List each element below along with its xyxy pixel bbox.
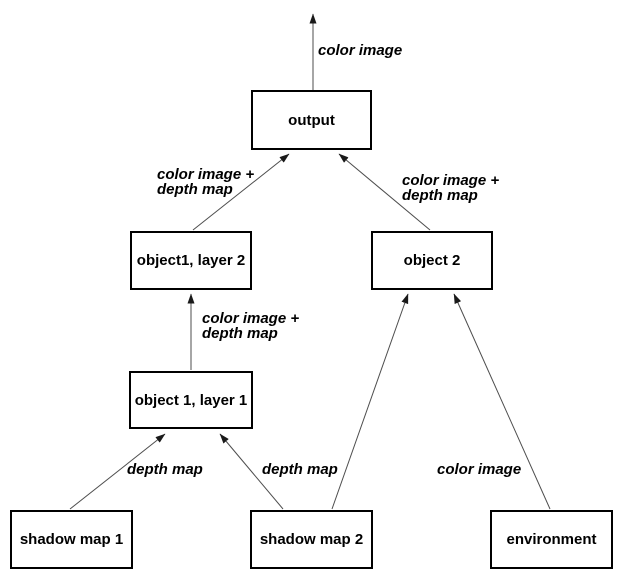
edge-label-depth-map-left: depth map: [127, 461, 203, 478]
node-output: output: [251, 90, 372, 150]
node-environment: environment: [490, 510, 613, 569]
edge-environment-to-object2: [453, 293, 551, 510]
edge-label-color-image-depth-map-right: color image + depth map: [402, 172, 500, 204]
edge-shadowmap1-to-layer1: [69, 433, 166, 510]
edge-object2-to-output: [338, 153, 431, 231]
edge-label-color-image-top: color image: [318, 42, 403, 59]
edge-label-color-image-depth-map-center: color image + depth map: [202, 310, 300, 342]
edge-shadowmap2-to-object2: [331, 293, 409, 510]
node-object2: object 2: [371, 231, 493, 290]
edge-label-color-image-bottom: color image: [437, 461, 522, 478]
edge-object1layer2-to-output: [192, 153, 290, 231]
node-object1-layer2: object1, layer 2: [130, 231, 252, 290]
node-object1-layer1: object 1, layer 1: [129, 371, 253, 429]
node-shadow-map-1: shadow map 1: [10, 510, 133, 569]
edge-shadowmap2-to-layer1: [219, 433, 284, 510]
edge-label-color-image-depth-map-left: color image + depth map: [157, 166, 255, 198]
edge-label-depth-map-right: depth map: [262, 461, 338, 478]
node-shadow-map-2: shadow map 2: [250, 510, 373, 569]
